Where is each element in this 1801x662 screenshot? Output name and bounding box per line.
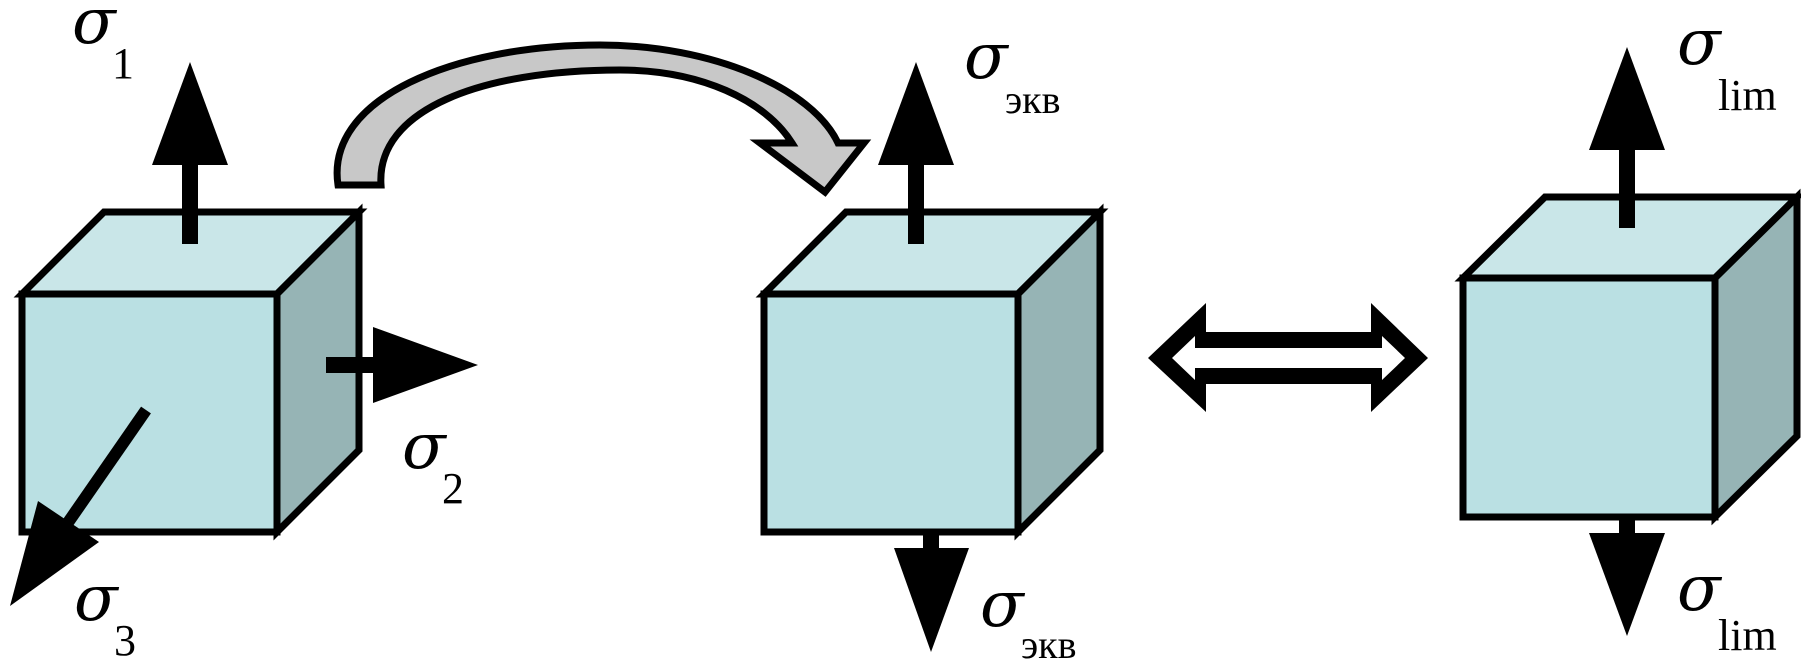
- svg-text:σ: σ: [980, 568, 1026, 642]
- svg-text:экв: экв: [1021, 622, 1077, 662]
- sigma-eq-up-arrow: [878, 62, 954, 244]
- label-sigma-eq-top: σ экв: [964, 20, 1061, 122]
- svg-text:σ: σ: [1677, 6, 1723, 80]
- label-sigma3: σ 3: [74, 562, 136, 662]
- svg-text:2: 2: [442, 464, 464, 513]
- sigma-lim-down-arrow: [1589, 517, 1665, 636]
- svg-text:lim: lim: [1718, 71, 1777, 120]
- cube-triaxial: [13, 203, 368, 541]
- cube-equivalent: [755, 203, 1109, 541]
- label-sigma-lim-bottom: σ lim: [1677, 552, 1777, 660]
- svg-text:1: 1: [112, 39, 134, 88]
- svg-text:lim: lim: [1718, 611, 1777, 660]
- sigma-eq-down-arrow: [894, 532, 969, 652]
- cube-limit: [1454, 188, 1801, 526]
- svg-text:σ: σ: [402, 410, 448, 484]
- svg-text:экв: экв: [1005, 77, 1061, 122]
- svg-text:σ: σ: [72, 0, 118, 59]
- label-sigma-lim-top: σ lim: [1677, 6, 1777, 120]
- double-headed-hollow-arrow-icon: [1148, 303, 1428, 412]
- sigma-lim-up-arrow: [1589, 47, 1665, 228]
- cube-limit-front-face: [1459, 274, 1719, 521]
- label-sigma2: σ 2: [402, 410, 464, 513]
- sigma1-arrow: [152, 62, 228, 244]
- svg-text:σ: σ: [964, 20, 1010, 94]
- sigma2-arrow: [326, 327, 478, 403]
- svg-text:σ: σ: [1677, 552, 1723, 626]
- sigma3-arrow: [10, 406, 151, 606]
- label-sigma-eq-bottom: σ экв: [980, 568, 1077, 662]
- svg-text:σ: σ: [74, 562, 120, 636]
- svg-text:3: 3: [114, 616, 136, 662]
- cube-equivalent-front-face: [760, 290, 1022, 536]
- label-sigma1: σ 1: [72, 0, 134, 88]
- curved-arrow-icon: [333, 41, 872, 197]
